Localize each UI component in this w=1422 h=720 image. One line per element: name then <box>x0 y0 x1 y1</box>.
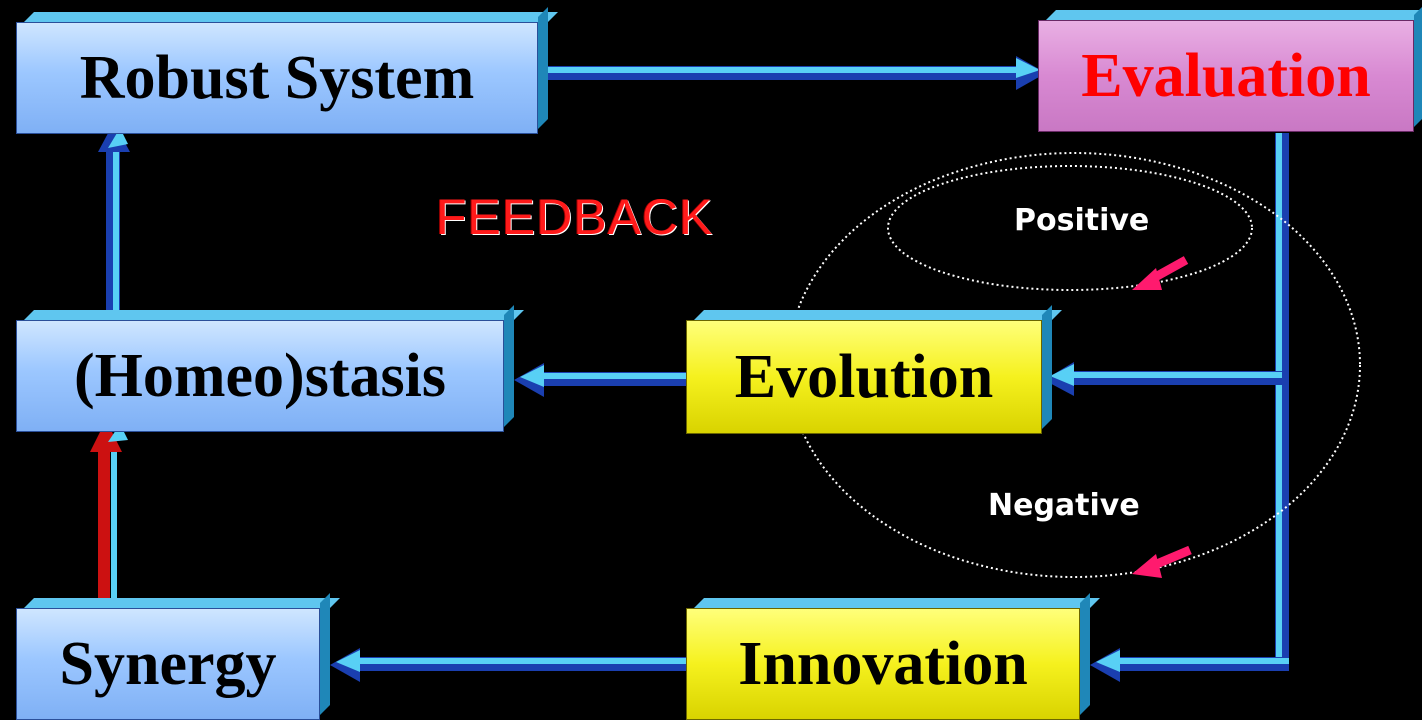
arrow-evolution-to-homeostasis <box>514 363 686 397</box>
negative-feedback-arrow <box>1132 545 1192 578</box>
arrow-to-evolution <box>1044 362 1282 396</box>
robust-system-box: Robust System <box>16 7 558 134</box>
positive-label: Positive <box>1014 203 1150 238</box>
evaluation-box: Evaluation <box>1038 5 1422 132</box>
arrow-innovation-to-synergy <box>330 648 686 682</box>
innovation-box: Innovation <box>686 593 1100 720</box>
evaluation-feedback-line <box>1275 133 1289 668</box>
arrow-robust-to-evaluation <box>546 56 1046 90</box>
arrow-to-innovation <box>1090 648 1289 682</box>
evolution-label: Evolution <box>734 342 994 411</box>
negative-label: Negative <box>988 488 1140 523</box>
positive-feedback-ellipse <box>887 165 1253 291</box>
arrow-homeostasis-to-robust <box>98 122 130 315</box>
homeostasis-label: (Homeo)stasis <box>74 341 446 410</box>
evolution-box: Evolution <box>686 305 1062 434</box>
arrow-synergy-to-homeostasis <box>90 420 128 603</box>
robust-system-label: Robust System <box>79 43 475 112</box>
synergy-box: Synergy <box>16 593 340 720</box>
homeostasis-box: (Homeo)stasis <box>16 305 524 432</box>
synergy-label: Synergy <box>59 629 277 698</box>
evaluation-label: Evaluation <box>1081 41 1371 110</box>
positive-feedback-arrow <box>1132 256 1189 290</box>
feedback-title: FEEDBACK <box>436 189 714 245</box>
innovation-label: Innovation <box>738 629 1028 698</box>
